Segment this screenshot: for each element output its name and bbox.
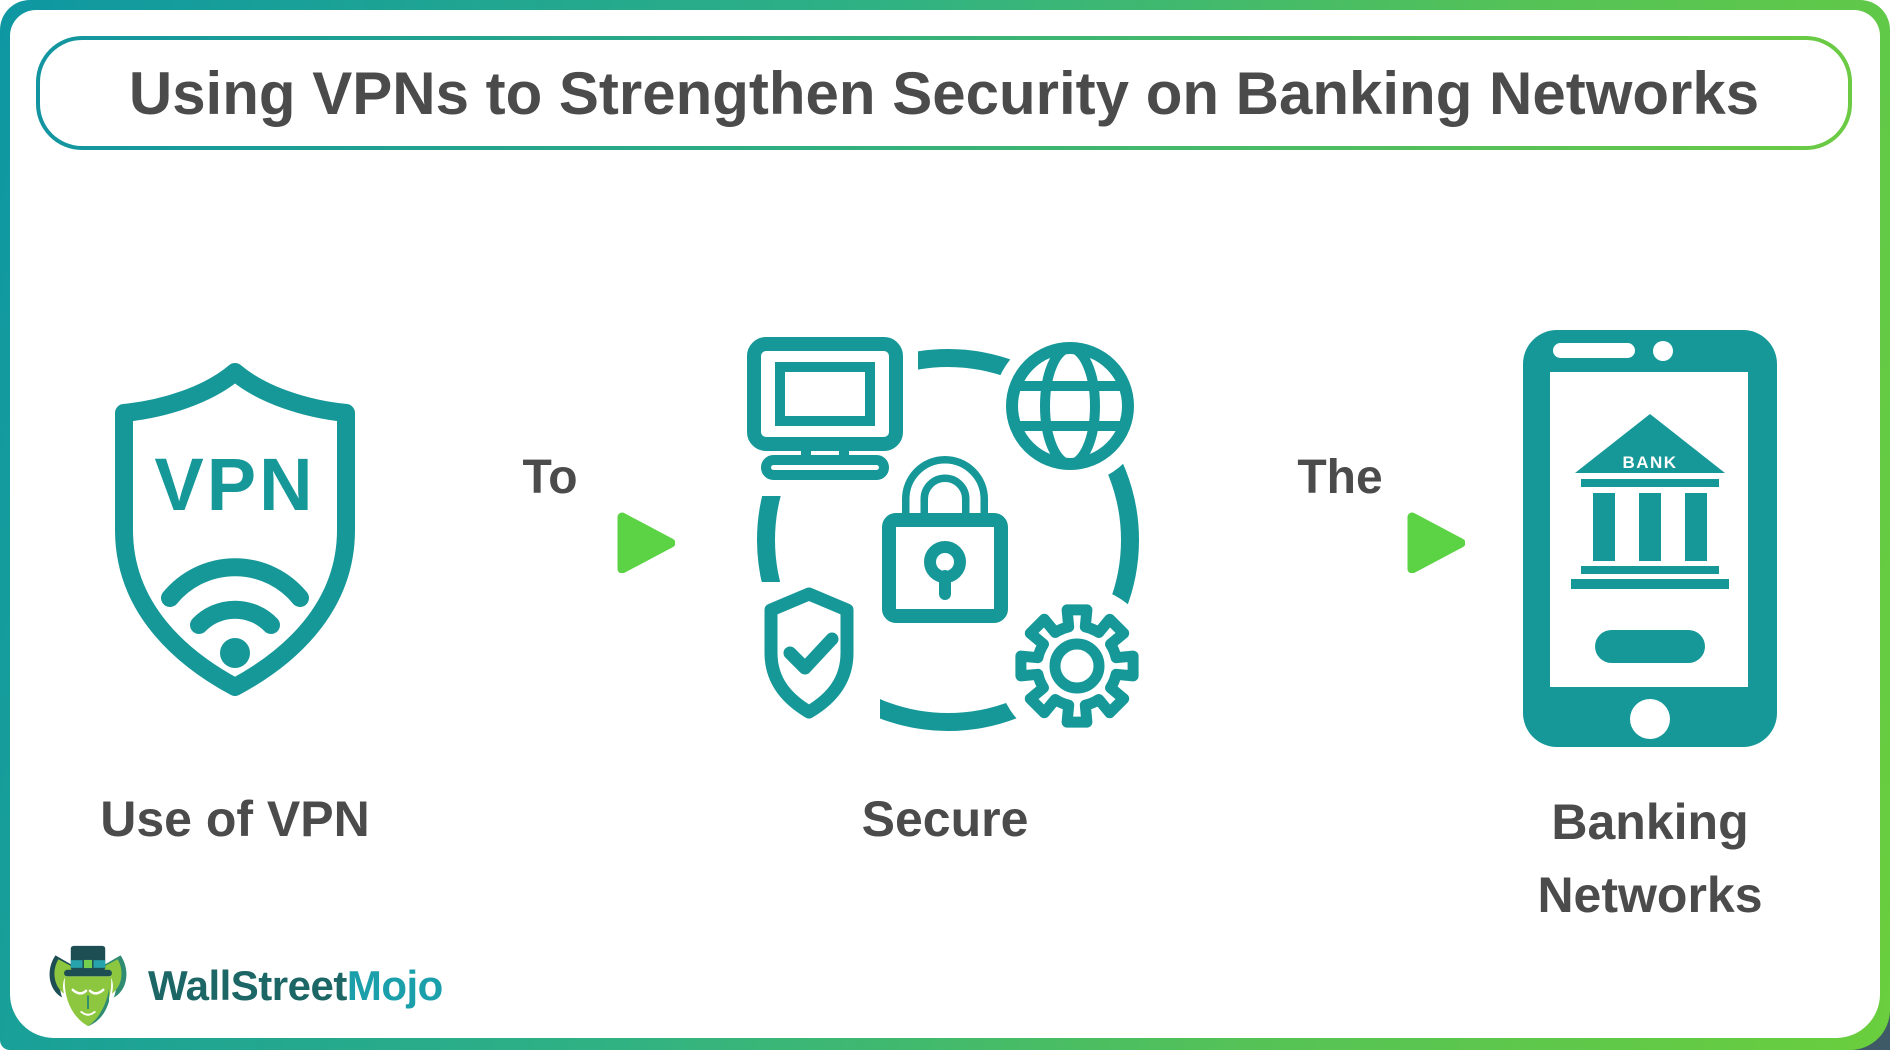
brand-wordmark-part1: WallStreet xyxy=(148,962,347,1009)
flow-arrow-1-group: To xyxy=(425,451,676,578)
network-circle xyxy=(757,349,1139,731)
banking-smartphone-icon: BANK xyxy=(1523,330,1777,747)
vpn-shield-wifi-icon: VPN xyxy=(115,363,355,696)
security-circle-icon xyxy=(742,336,1154,744)
arrow-right-icon xyxy=(1217,512,1466,574)
title-banner: Using VPNs to Strengthen Security on Ban… xyxy=(36,36,1852,150)
wifi-dot xyxy=(220,638,250,668)
bull-mascot-icon xyxy=(49,945,127,1027)
shield-check-icon xyxy=(764,587,854,719)
brand-wordmark-part2: Mojo xyxy=(346,962,443,1009)
title-banner-inner: Using VPNs to Strengthen Security on Ban… xyxy=(40,40,1848,146)
app-button-pill xyxy=(1595,630,1705,663)
phone-camera xyxy=(1653,341,1673,361)
page-title: Using VPNs to Strengthen Security on Ban… xyxy=(128,59,1760,127)
arrow-1-label: To xyxy=(522,451,578,504)
step3-label: Banking Networks xyxy=(1537,794,1763,923)
globe-icon xyxy=(1006,342,1134,470)
bank-sign-label: BANK xyxy=(1622,453,1677,472)
phone-speaker xyxy=(1553,343,1635,358)
arrow-2-label: The xyxy=(1297,451,1383,504)
flow-arrow-2-group: The xyxy=(1215,451,1466,578)
padlock-icon xyxy=(882,456,1008,623)
vpn-shield-label: VPN xyxy=(154,443,315,526)
wifi-inner-arc xyxy=(190,600,280,634)
gear-icon xyxy=(1015,604,1139,728)
bank-building-icon: BANK xyxy=(1571,414,1729,589)
phone-home-button xyxy=(1630,699,1670,739)
step1-label: Use of VPN xyxy=(100,791,370,847)
step2-label: Secure xyxy=(861,791,1029,847)
brand-logo: WallStreetMojo xyxy=(44,942,443,1030)
brand-wordmark: WallStreetMojo xyxy=(148,962,443,1010)
computer-icon xyxy=(747,337,903,480)
wifi-outer-arc xyxy=(161,558,309,607)
arrow-right-icon xyxy=(427,512,676,574)
